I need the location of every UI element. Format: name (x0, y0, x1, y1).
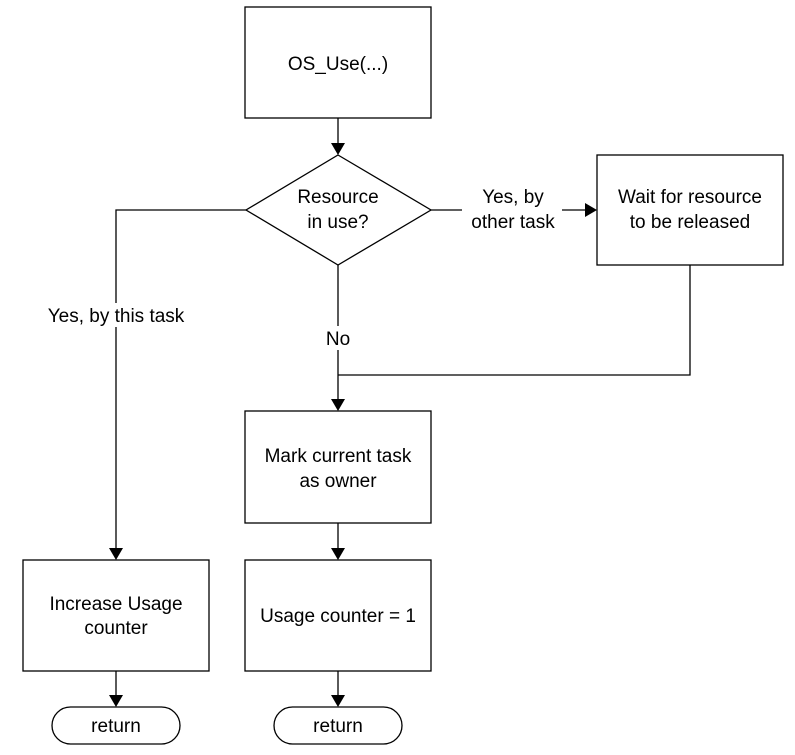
usage-node: Usage counter = 1 (244, 559, 432, 672)
start-node: OS_Use(...) (244, 6, 432, 119)
usage-box (244, 559, 432, 672)
decision-label-line1: Resource (297, 187, 378, 208)
edge-labels: Yes, by other task Yes, by this task No (36, 186, 562, 350)
edge-decision-to-increase (115, 209, 246, 549)
connectors (109, 118, 691, 707)
return-right-node: return (273, 706, 403, 745)
return-right-terminator (273, 706, 403, 745)
yes-other-label-line2: other task (471, 212, 555, 233)
decision-diamond (244, 154, 433, 266)
start-box (244, 6, 432, 119)
return-right-label: return (313, 716, 363, 737)
wait-label-line1: Wait for resource (618, 187, 762, 208)
increase-label-line1: Increase Usage (49, 594, 182, 615)
increase-node: Increase Usage counter (22, 559, 210, 672)
increase-box (22, 559, 210, 672)
usage-label: Usage counter = 1 (260, 606, 416, 627)
mark-node: Mark current task as owner (244, 410, 432, 524)
yes-this-label-bg (36, 303, 196, 327)
arrowhead-return-left (109, 695, 123, 707)
arrowhead-wait (585, 203, 597, 217)
return-left-node: return (51, 706, 181, 745)
wait-box (596, 154, 784, 266)
arrowhead-increase (109, 548, 123, 560)
return-left-label: return (91, 716, 141, 737)
wait-label-line2: to be released (630, 212, 750, 233)
start-label: OS_Use(...) (288, 54, 388, 75)
no-label-bg (322, 326, 354, 350)
increase-label-line2: counter (84, 618, 148, 639)
arrowhead-decision (331, 143, 345, 155)
no-label: No (326, 329, 350, 350)
arrowhead-mark (331, 399, 345, 411)
yes-this-label: Yes, by this task (48, 306, 185, 327)
return-left-terminator (51, 706, 181, 745)
yes-other-label-line1: Yes, by (482, 187, 544, 208)
edge-wait-to-join (338, 265, 691, 376)
mark-label-line1: Mark current task (265, 446, 412, 467)
decision-label-line2: in use? (307, 212, 368, 233)
arrowhead-usage (331, 548, 345, 560)
mark-label-line2: as owner (299, 471, 377, 492)
mark-box (244, 410, 432, 524)
decision-node: Resource in use? (244, 154, 433, 266)
yes-other-label-bg (462, 186, 562, 234)
wait-node: Wait for resource to be released (596, 154, 784, 266)
arrowhead-return-right (331, 695, 345, 707)
